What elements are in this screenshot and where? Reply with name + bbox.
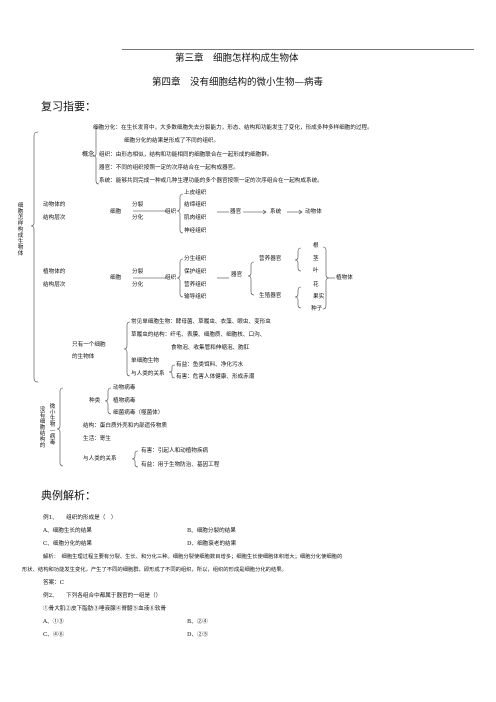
animal-split: 分裂 (132, 202, 144, 208)
animal-label-line2: 结构层次 (43, 215, 66, 221)
plant-organ-leaf: 叶 (313, 268, 319, 274)
concept-system: 系统：能够共同完成一种或几种生理功能的多个器官按照一定的次序组合在一起构成系统。 (99, 178, 323, 184)
plant-tissue-protective: 保护组织 (184, 269, 207, 275)
plant-organ-fruit: 果实 (313, 294, 325, 300)
plant-organ-stem: 茎 (313, 256, 319, 262)
plant-nutritive-organs: 营养器官 (259, 256, 282, 262)
single-cell-common: 常见单细胞生物：酵母菌、草履虫、衣藻、眼虫、变形虫 (131, 319, 271, 325)
q1-option-c: C、细胞分化的结果 (43, 541, 93, 547)
chapter4-title: 第四章 没有细胞结构的微小生物—病毒 (152, 77, 324, 88)
single-cell-benefit: 有益：鱼类饵料、净化污水 (176, 362, 244, 368)
virus-life: 生活：寄生 (83, 436, 111, 442)
plant-tissue: 组织 (165, 275, 177, 281)
plant-organ-root: 根 (313, 243, 319, 249)
plant-organ: 器官 (231, 272, 243, 278)
animal-tissue: 组织 (165, 209, 177, 215)
virus-type-bacteria: 细菌病毒（噬菌体） (113, 410, 164, 416)
concept-organ: 器官：不同的组织按照一定的次序结合在一起构成器官。 (99, 165, 239, 171)
plant-tissue-conductive: 输导组织 (184, 294, 207, 300)
q2-option-b: B、②④ (187, 619, 208, 625)
virus-benefit: 有益：用于生物防治、基因工程 (141, 462, 220, 468)
single-cell-relation: 与人类的关系 (131, 371, 165, 377)
q1-analysis-line1: 解析： 细胞生理过程主要有分裂、生长、和分化三种。细胞分裂使细胞数目增多；细胞生… (43, 554, 343, 560)
animal-tissue-nerve: 神经组织 (184, 228, 207, 234)
q1-option-d: D、细胞衰老的结果 (187, 541, 237, 547)
virus-type-animal: 动物病毒 (113, 385, 136, 391)
review-heading: 复习指要： (41, 100, 96, 113)
plant-body: 植物体 (336, 275, 353, 281)
single-cell-harm: 有害：危害人体健康、形成赤潮 (176, 374, 255, 380)
q2-option-d: D、②⑤ (187, 632, 209, 638)
single-cell-label-line1: 只有一个细胞 (72, 342, 106, 348)
plant-tissue-nutritive: 营养组织 (184, 282, 207, 288)
concept-label: 概念 (82, 151, 95, 158)
plant-label-line2: 结构层次 (43, 282, 66, 288)
virus-type-plant: 植物病毒 (113, 398, 136, 404)
animal-tissue-connective: 结缔组织 (184, 202, 207, 208)
plant-tissue-meristem: 分生组织 (184, 256, 207, 262)
q2-items: ①骨大肌②皮下脂肪③唾液腺④脊髓⑤血液⑥软骨 (43, 606, 167, 612)
q2-option-c: C、④⑥ (43, 632, 65, 638)
plant-organ-seed: 种子 (311, 306, 323, 312)
q1-option-b: B、细胞分裂的结果 (187, 528, 236, 534)
virus-types-label: 种类 (89, 398, 101, 404)
q1-option-a: A、细胞生长的结果 (43, 528, 92, 534)
animal-body: 动物体 (305, 209, 322, 215)
q2-option-a: A、①③ (43, 619, 64, 625)
animal-label-line1: 动物体的 (43, 202, 66, 208)
animal-differentiate: 分化 (132, 215, 144, 221)
single-cell-label-line2: 的生物体 (72, 354, 95, 360)
single-cell-organism: 单细胞生物 (131, 358, 159, 364)
concept-differentiation-result: 细胞分化的结果是形成了不同的组织。 (124, 138, 220, 144)
animal-system: 系统 (270, 209, 282, 215)
virus-harm: 有害：引起人和动植物疾病 (141, 448, 209, 454)
animal-tissue-muscle: 肌肉组织 (184, 215, 207, 221)
q1-answer: 答案：C (43, 580, 65, 586)
concept-differentiation: 细胞分化：在生长发育中，大多数细胞失去分裂能力，形态、结构和功能发生了变化，形成… (93, 125, 373, 131)
virus-relation: 与人类的关系 (83, 456, 117, 462)
single-cell-paramecium: 草履虫的结构：纤毛、表膜、细胞质、细胞核、口沟、 (131, 332, 266, 338)
plant-organ-flower: 花 (313, 282, 319, 288)
plant-differentiate: 分化 (132, 282, 144, 288)
animal-organ: 器官 (230, 209, 242, 215)
plant-split: 分裂 (132, 269, 144, 275)
virus-root-label-a: 没有细胞结构的 (39, 407, 46, 450)
animal-tissue-epithelial: 上皮组织 (184, 190, 207, 196)
top-rule (122, 49, 474, 50)
examples-heading: 典例解析： (41, 489, 96, 502)
plant-cell: 细胞 (110, 275, 122, 281)
q2-stem: 例2、 下列各组合中都属于器官的一组是（） (43, 593, 162, 599)
chapter3-title: 第三章 细胞怎样构成生物体 (175, 53, 299, 64)
root-label-cell-bodies: 细胞怎样构成生物体 (17, 203, 24, 258)
concept-tissue: 组织：由形态相似，结构和功能相同的细胞联合在一起形成的细胞群。 (99, 152, 273, 158)
plant-label-line1: 植物体的 (43, 269, 66, 275)
virus-root-label-b: 微小生物—病毒 (49, 404, 56, 447)
virus-structure: 结构：蛋白质外壳和内部遗传物质 (83, 423, 167, 429)
animal-cell: 细胞 (110, 209, 122, 215)
single-cell-paramecium-cont: 食物泡、收集管和伸缩泡、胞肛 (171, 345, 250, 351)
q1-stem: 例1、 组织的形成是（ ） (43, 515, 117, 521)
q1-analysis-line2: 形状、结构和功能发生变化，产生了不同的细胞群，即形成了不同的组织，所以，组织的形… (22, 567, 287, 573)
plant-reproductive-organs: 生殖器官 (259, 293, 282, 299)
